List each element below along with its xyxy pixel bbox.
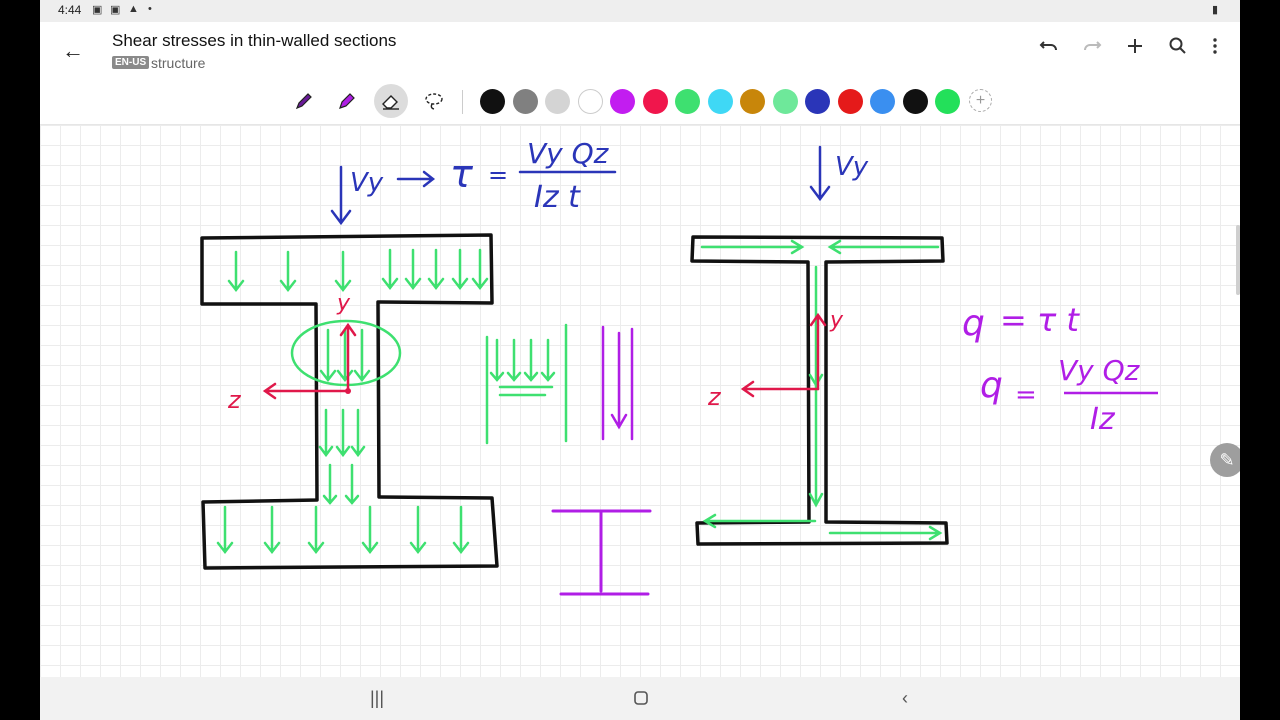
lasso-icon[interactable]: [417, 84, 451, 118]
flow-formula-2-equals: =: [1015, 380, 1037, 410]
web-highlight-ellipse: [290, 319, 402, 387]
left-axis-z-label: z: [227, 386, 242, 414]
color-swatch[interactable]: [545, 89, 570, 114]
middle-stress-sketch: [485, 323, 568, 445]
back-nav-icon[interactable]: ‹: [902, 688, 908, 708]
color-swatch[interactable]: [740, 89, 765, 114]
small-i-section-sketch: [551, 509, 652, 596]
formula-denominator-left: Iz t: [534, 180, 581, 215]
left-axes-origin: [345, 388, 351, 394]
screen-record-icon: ▣: [110, 4, 121, 16]
pen-icon[interactable]: [287, 84, 321, 118]
flow-formula-1-rhs: = τ t: [1000, 301, 1080, 339]
add-icon[interactable]: [1120, 35, 1150, 65]
shear-force-arrow-right: [809, 145, 831, 202]
right-axis-z-label: z: [707, 383, 722, 411]
battery-icon: ▮: [1212, 4, 1219, 16]
left-axis-y-label: y: [336, 291, 351, 316]
highlighter-icon[interactable]: [330, 84, 364, 118]
shear-flow-arrows: [700, 239, 943, 541]
color-swatch[interactable]: [512, 89, 538, 114]
shear-force-label-left: Vy: [350, 168, 384, 198]
shear-force-arrow-left: [330, 165, 617, 226]
color-swatch[interactable]: [642, 89, 668, 114]
color-swatch[interactable]: [707, 89, 733, 114]
screenshot-icon: ▣: [92, 4, 103, 16]
right-axis-y-label: y: [829, 308, 844, 333]
color-swatch[interactable]: [480, 89, 505, 114]
color-swatch[interactable]: [772, 89, 798, 114]
language-badge: EN-US: [112, 56, 150, 69]
color-swatch[interactable]: [675, 89, 700, 114]
color-swatch[interactable]: [935, 89, 960, 114]
flow-formula-2-denominator: Iz: [1090, 402, 1116, 437]
color-swatch[interactable]: [837, 89, 863, 114]
page-title: Shear stresses in thin-walled sections: [112, 31, 397, 50]
right-axes: [740, 312, 827, 398]
system-nav-bar: ||| ‹: [40, 677, 1240, 720]
pen-toolbar: +: [40, 80, 1240, 125]
app-bar: ← Shear stresses in thin-walled sections…: [40, 22, 1240, 80]
toolbar-divider: [462, 90, 463, 114]
redo-icon[interactable]: [1077, 35, 1107, 65]
drawing-canvas[interactable]: y z Vy τ = Vy Qz Iz t: [40, 125, 1240, 677]
shear-arrows-bottom-flange: [216, 505, 470, 555]
dot-icon: •: [148, 3, 152, 15]
edit-pencil-icon[interactable]: ✎: [1210, 443, 1240, 477]
left-axes: [262, 322, 357, 400]
back-arrow-icon[interactable]: ←: [62, 38, 84, 63]
notebook-name[interactable]: structure: [151, 55, 206, 71]
warning-icon: ▲: [128, 3, 139, 15]
tau-symbol: τ: [450, 152, 474, 196]
undo-icon[interactable]: [1034, 35, 1064, 65]
flow-formula-1-lhs: q: [962, 303, 985, 344]
add-color-icon[interactable]: +: [969, 89, 992, 112]
color-swatch[interactable]: [870, 89, 895, 114]
color-swatch[interactable]: [610, 89, 635, 114]
scroll-handle[interactable]: [1236, 225, 1240, 295]
status-bar: 4:44 ▣ ▣ ▲ • ▮: [40, 0, 1240, 22]
color-swatch[interactable]: [805, 89, 830, 114]
flow-formula-2-lhs: q: [980, 365, 1003, 406]
app-screen: 4:44 ▣ ▣ ▲ • ▮ ← Shear stresses in thin-…: [40, 0, 1240, 720]
color-swatch[interactable]: [902, 89, 928, 114]
recent-apps-icon[interactable]: |||: [369, 688, 385, 708]
formula-numerator-left: Vy Qz: [527, 137, 610, 170]
status-time: 4:44: [58, 3, 82, 17]
right-section-outline: [690, 235, 949, 546]
formula-equals-left: =: [488, 161, 508, 189]
search-icon[interactable]: [1163, 35, 1193, 65]
left-section-outline: [200, 233, 499, 570]
handwritten-drawing: y z Vy τ = Vy Qz Iz t: [200, 137, 1158, 596]
shear-force-label-right: Vy: [835, 152, 869, 182]
home-icon[interactable]: [626, 685, 656, 711]
more-options-icon[interactable]: [1200, 35, 1230, 65]
color-swatch[interactable]: [577, 89, 603, 114]
web-force-arrow: [601, 325, 634, 441]
eraser-icon[interactable]: [374, 84, 408, 118]
flow-formula-2-numerator: Vy Qz: [1058, 354, 1141, 387]
shear-arrows-web: [318, 328, 371, 505]
shear-arrows-top-flange: [227, 248, 489, 293]
